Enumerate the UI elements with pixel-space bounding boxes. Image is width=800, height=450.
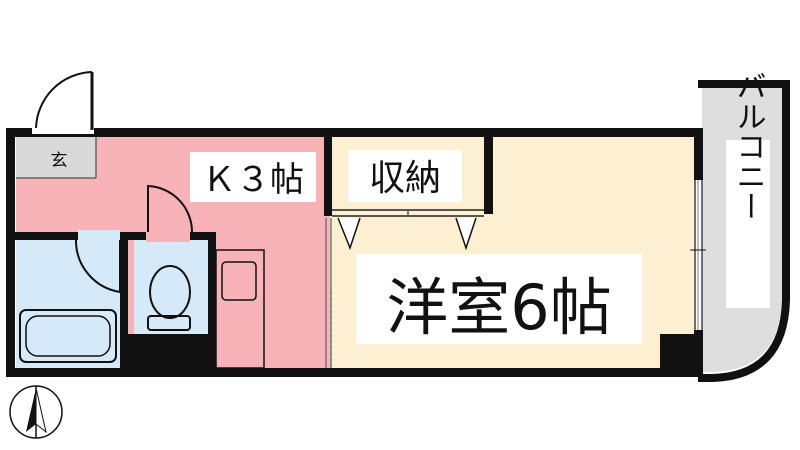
storage-label: 収納 bbox=[348, 150, 462, 202]
svg-text:玄: 玄 bbox=[51, 151, 68, 171]
outer-wall-left bbox=[6, 128, 15, 377]
balcony-railing bbox=[698, 80, 790, 382]
western-room-label: 洋室6帖 bbox=[356, 254, 642, 344]
bath-wall-top bbox=[15, 232, 127, 240]
balcony-label: バルコニー bbox=[726, 71, 770, 308]
toilet-floor bbox=[134, 240, 210, 334]
north-compass-icon bbox=[9, 385, 63, 439]
bathtub-inner bbox=[25, 315, 111, 357]
bathtub bbox=[19, 309, 117, 363]
partition-upper bbox=[324, 136, 332, 216]
outer-wall-top bbox=[6, 128, 698, 137]
structural-column bbox=[660, 334, 698, 370]
kitchen-counter bbox=[215, 249, 265, 369]
balcony-window bbox=[690, 180, 706, 330]
entrance-door bbox=[32, 71, 94, 134]
kitchen-label: Ｋ３帖 bbox=[190, 152, 316, 202]
sliding-door-kitchen bbox=[325, 218, 332, 368]
toilet-fixture bbox=[147, 265, 191, 331]
svg-text:洋室6帖: 洋室6帖 bbox=[386, 271, 611, 344]
outer-wall-bottom bbox=[6, 368, 698, 377]
storage-folding-doors bbox=[332, 209, 484, 251]
toilet-door bbox=[146, 184, 194, 242]
toilet-wall-bottom-block bbox=[128, 334, 216, 372]
entrance-label: 玄 bbox=[45, 148, 73, 172]
bath-wall-right bbox=[120, 232, 128, 372]
svg-text:バルコニー: バルコニー bbox=[731, 71, 766, 221]
kitchen-sink bbox=[221, 261, 257, 301]
bath-door bbox=[74, 230, 121, 294]
toilet-wall-right bbox=[208, 232, 216, 372]
bathroom-floor bbox=[16, 240, 120, 368]
svg-text:Ｋ３帖: Ｋ３帖 bbox=[202, 160, 304, 200]
svg-text:収納: 収納 bbox=[369, 158, 441, 199]
storage-wall-right bbox=[484, 136, 493, 214]
